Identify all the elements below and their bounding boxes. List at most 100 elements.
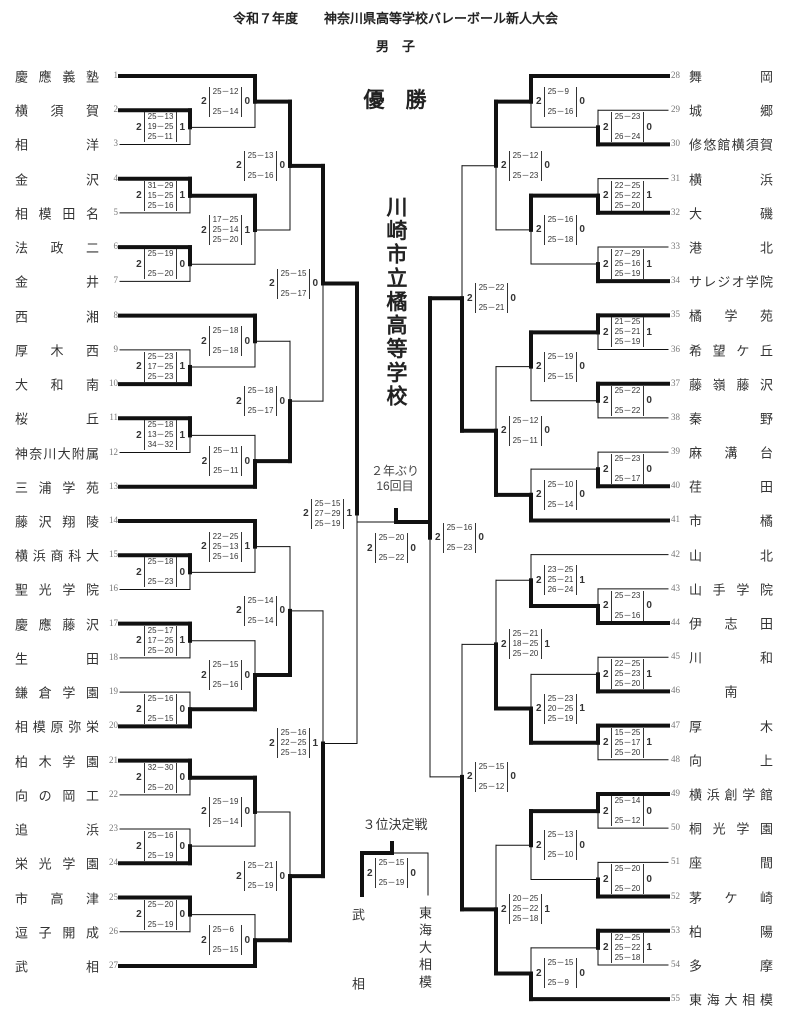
sets-lost: 1 (179, 429, 185, 441)
sets-lost: 0 (279, 605, 285, 617)
team-name: 桜丘 (15, 411, 99, 427)
sets-won: 2 (435, 532, 441, 544)
team-seed-number: 28 (671, 70, 680, 80)
sets-won: 2 (367, 867, 373, 879)
sets-won: 2 (603, 942, 609, 954)
team-name: 藤嶺藤沢 (689, 377, 773, 393)
sets-lost: 0 (579, 96, 585, 108)
team-seed-number: 40 (671, 480, 680, 491)
sets-won: 2 (501, 425, 507, 437)
set-score: 25－19 (547, 713, 574, 723)
set-score: 25－16 (446, 522, 473, 532)
set-score: 31－29 (147, 180, 174, 190)
set-score: 25－19 (147, 919, 174, 929)
set-score: 25－16 (614, 610, 641, 620)
team-name: サレジオ学院 (689, 274, 773, 290)
team-name: 追浜 (15, 822, 99, 838)
set-score: 21－25 (614, 317, 641, 327)
sets-lost: 0 (510, 771, 516, 783)
sets-lost: 1 (544, 638, 550, 650)
sets-won: 2 (269, 278, 275, 290)
sets-won: 2 (536, 703, 542, 714)
set-score: 25－19 (147, 851, 174, 861)
set-score: 25－18 (547, 234, 574, 244)
sets-lost: 0 (579, 967, 585, 979)
set-score: 25－22 (614, 405, 641, 415)
set-score: 25－23 (614, 112, 641, 122)
team-name: 希望ケ丘 (689, 343, 773, 359)
sets-won: 2 (201, 455, 208, 467)
team-name: 法政二 (15, 240, 99, 256)
team-name: 大和南 (15, 377, 99, 393)
set-score: 25－15 (212, 945, 239, 955)
sets-lost: 0 (244, 669, 250, 681)
sets-lost: 0 (646, 873, 652, 885)
sets-won: 2 (367, 542, 373, 554)
set-score: 25－21 (247, 861, 274, 871)
set-score: 25－16 (547, 214, 574, 224)
team-seed-number: 23 (109, 823, 118, 834)
set-score: 25－23 (147, 351, 174, 361)
team-seed-number: 52 (671, 890, 680, 901)
division-label: 男 子 (375, 39, 415, 54)
sets-won: 2 (136, 361, 142, 373)
team-seed-number: 16 (109, 583, 118, 594)
sets-won: 2 (201, 224, 207, 236)
sets-won: 2 (536, 361, 542, 373)
sets-won: 2 (303, 508, 309, 519)
team-seed-number: 39 (671, 446, 680, 457)
team-seed-number: 31 (671, 172, 680, 183)
team-seed-number: 36 (671, 343, 680, 354)
set-score: 22－25 (614, 180, 641, 190)
set-score: 25－19 (314, 518, 341, 528)
sets-won: 2 (236, 160, 242, 172)
sets-lost: 0 (410, 542, 416, 554)
team-seed-number: 20 (109, 720, 118, 731)
sets-won: 2 (603, 121, 609, 133)
team-seed-number: 30 (671, 138, 680, 149)
set-score: 25－15 (280, 268, 307, 278)
team-name: 横浜商科大 (15, 548, 99, 564)
sets-won: 2 (136, 703, 142, 715)
set-score: 20－25 (547, 703, 574, 713)
set-score: 25－13 (212, 541, 239, 551)
set-score: 25－15 (547, 958, 574, 968)
team-seed-number: 1 (113, 70, 119, 80)
set-score: 25－13 (247, 150, 274, 160)
team-seed-number: 24 (109, 857, 118, 868)
set-score: 25－15 (147, 714, 174, 724)
team-name: 柏陽 (689, 924, 773, 940)
set-score: 25－11 (213, 466, 239, 476)
sets-won: 2 (536, 967, 542, 979)
team-name: 神奈川大附属 (15, 446, 99, 462)
set-score: 34－32 (147, 440, 174, 450)
sets-lost: 1 (179, 190, 185, 202)
team-seed-number: 35 (671, 309, 680, 320)
sets-lost: 1 (244, 224, 250, 236)
sets-lost: 1 (646, 258, 652, 270)
set-score: 25－23 (147, 577, 174, 587)
sets-won: 2 (603, 600, 609, 612)
sets-lost: 0 (244, 96, 250, 108)
team-seed-number: 15 (109, 549, 118, 560)
set-score: 25－20 (147, 782, 174, 792)
set-score: 25－17 (614, 737, 641, 747)
